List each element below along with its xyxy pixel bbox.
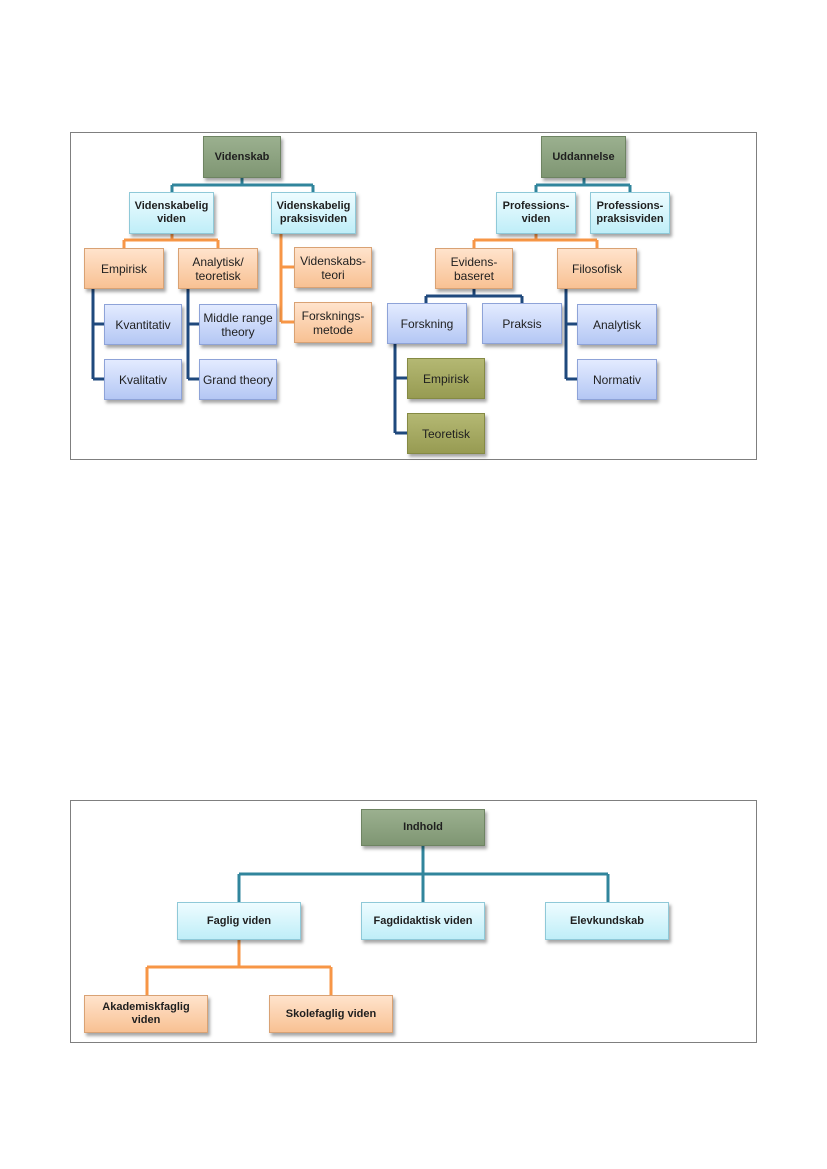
connectors-videnskab <box>170 178 315 192</box>
connectors-videnskabelig-viden <box>122 234 294 324</box>
node-normativ: Normativ <box>577 359 657 400</box>
node-videnskabelig-viden: Videnskabelig viden <box>129 192 214 234</box>
node-analytisk: Analytisk <box>577 304 657 345</box>
node-fagdidaktisk-viden: Fagdidaktisk viden <box>361 902 485 940</box>
node-grand-theory: Grand theory <box>199 359 277 400</box>
node-empirisk: Empirisk <box>84 248 164 289</box>
node-forskningsmetode: Forsknings- metode <box>294 302 372 343</box>
node-filosofisk: Filosofisk <box>557 248 637 289</box>
node-videnskabsteori: Videnskabs- teori <box>294 247 372 288</box>
node-evidensbaseret: Evidens- baseret <box>435 248 513 289</box>
node-praksis: Praksis <box>482 303 562 344</box>
connectors-uddannelse <box>534 178 632 192</box>
connectors-empirisk-analytisk <box>91 289 199 381</box>
node-professionsviden: Professions- viden <box>496 192 576 234</box>
connectors-professionsviden <box>472 234 599 248</box>
node-forskning: Forskning <box>387 303 467 344</box>
node-teoretisk: Teoretisk <box>407 413 485 454</box>
node-uddannelse: Uddannelse <box>541 136 626 178</box>
node-indhold: Indhold <box>361 809 485 846</box>
node-elevkundskab: Elevkundskab <box>545 902 669 940</box>
diagram-1-frame <box>70 132 757 460</box>
node-analytisk-teoretisk: Analytisk/ teoretisk <box>178 248 258 289</box>
node-middle-range-theory: Middle range theory <box>199 304 277 345</box>
node-empirisk-forskning: Empirisk <box>407 358 485 399</box>
node-akademiskfaglig-viden: Akademiskfaglig viden <box>84 995 208 1033</box>
node-kvantitativ: Kvantitativ <box>104 304 182 345</box>
node-kvalitativ: Kvalitativ <box>104 359 182 400</box>
node-skolefaglig-viden: Skolefaglig viden <box>269 995 393 1033</box>
node-faglig-viden: Faglig viden <box>177 902 301 940</box>
node-videnskab: Videnskab <box>203 136 281 178</box>
connectors-evidens-filosofisk <box>424 289 577 381</box>
connectors-forskning <box>393 344 407 435</box>
node-videnskabelig-praksisviden: Videnskabelig praksisviden <box>271 192 356 234</box>
node-professionspraksisviden: Professions- praksisviden <box>590 192 670 234</box>
